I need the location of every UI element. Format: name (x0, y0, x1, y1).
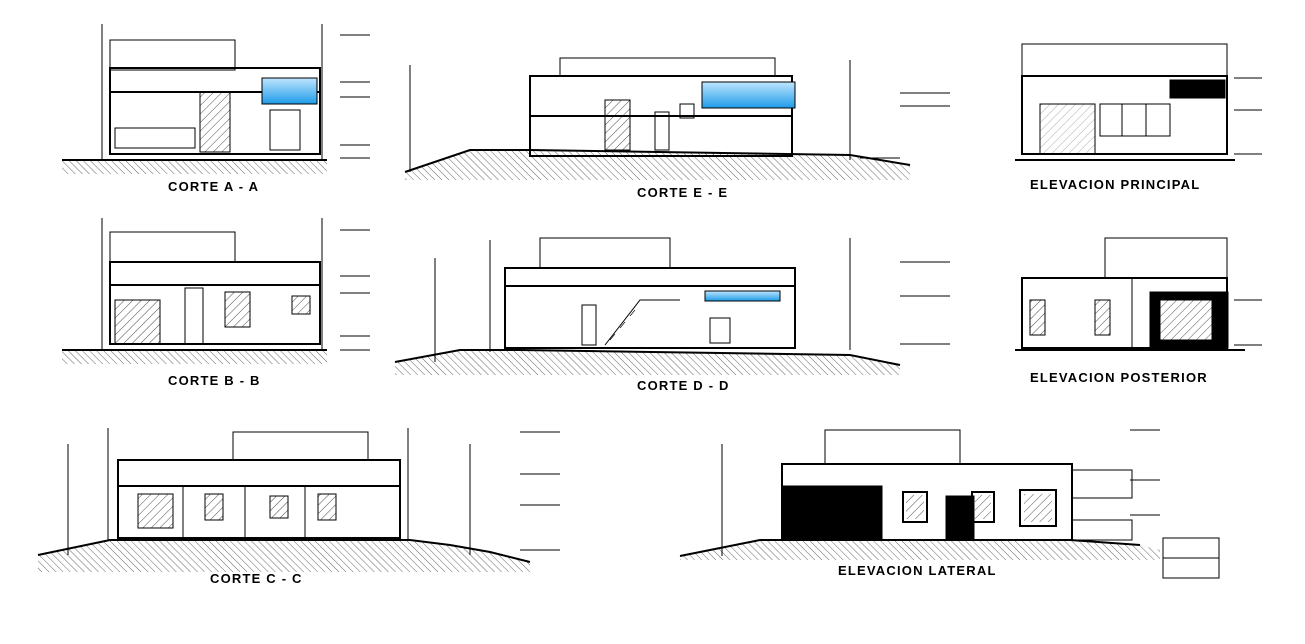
corte-c-c-drawing (37, 428, 560, 572)
elevacion-lateral-drawing (679, 429, 1220, 579)
corte-a-a-title: CORTE A - A (168, 179, 259, 194)
elevacion-principal-drawing (1015, 43, 1262, 161)
corte-a-a-drawing (62, 24, 370, 174)
corte-b-b-title: CORTE B - B (168, 373, 261, 388)
corte-b-b-drawing (62, 218, 370, 364)
elevacion-lateral-title: ELEVACION LATERAL (838, 563, 997, 578)
elevacion-principal-title: ELEVACION PRINCIPAL (1030, 177, 1200, 192)
corte-e-e-drawing (404, 57, 950, 180)
corte-d-d-drawing (394, 237, 950, 375)
elevacion-posterior-drawing (1015, 237, 1262, 351)
corte-d-d-title: CORTE D - D (637, 378, 730, 393)
elevacion-posterior-title: ELEVACION POSTERIOR (1030, 370, 1208, 385)
corte-c-c-title: CORTE C - C (210, 571, 303, 586)
corte-e-e-title: CORTE E - E (637, 185, 728, 200)
